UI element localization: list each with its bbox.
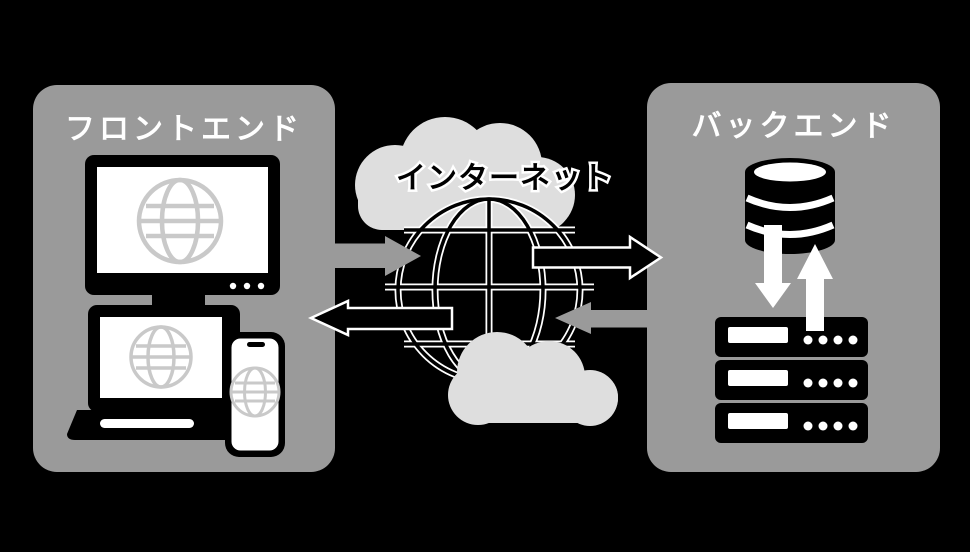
arrow-backend-to-internet	[555, 302, 650, 334]
internet-cloud-bottom-icon	[448, 332, 618, 426]
frontend-title: フロントエンド	[65, 112, 303, 147]
internet-label: インターネット	[396, 161, 613, 196]
globe-casing	[385, 195, 594, 385]
backend-title: バックエンド	[691, 109, 896, 144]
globe-lines	[385, 197, 594, 383]
arrow-frontend-to-internet	[328, 236, 421, 276]
arrow-internet-to-backend	[531, 234, 664, 281]
internet-cloud-top-icon	[355, 117, 575, 233]
internet-globe-icon	[385, 195, 594, 385]
